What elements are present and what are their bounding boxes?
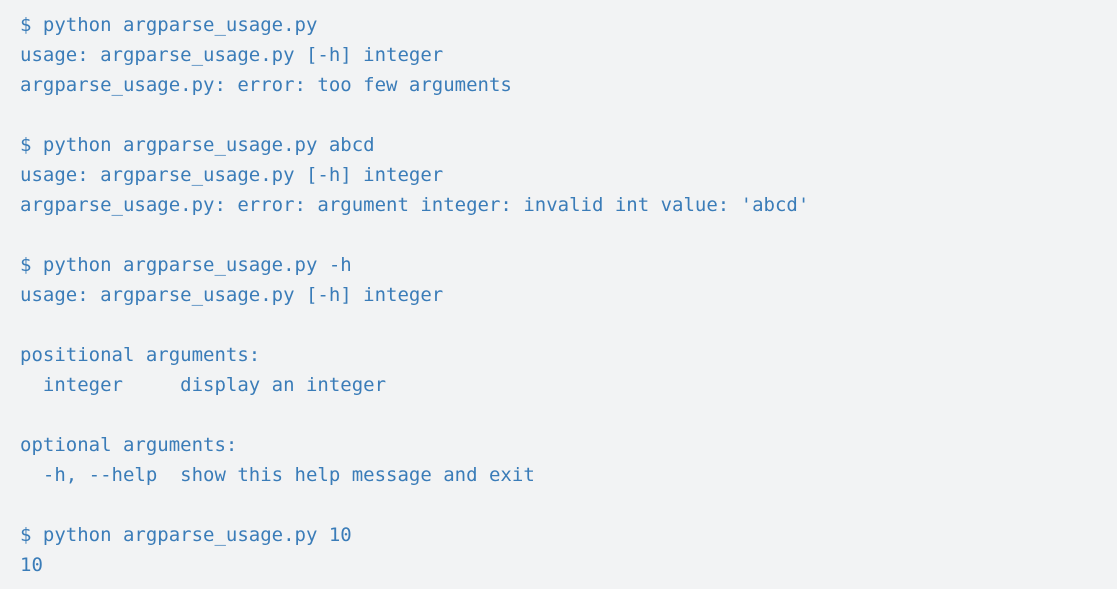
terminal-line-usage: usage: argparse_usage.py [-h] integer (20, 164, 444, 186)
terminal-line-command: $ python argparse_usage.py 10 (20, 524, 352, 546)
terminal-line-argument-help: integer display an integer (20, 374, 387, 396)
terminal-line-error: argparse_usage.py: error: too few argume… (20, 74, 512, 96)
terminal-line-section-header: positional arguments: (20, 344, 261, 366)
terminal-line-command: $ python argparse_usage.py abcd (20, 134, 375, 156)
terminal-line-blank (20, 490, 1097, 520)
terminal-line-section-header: optional arguments: (20, 434, 238, 456)
terminal-line-blank (20, 310, 1097, 340)
terminal-line-blank (20, 100, 1097, 130)
terminal-line-blank (20, 220, 1097, 250)
terminal-line-argument-help: -h, --help show this help message and ex… (20, 464, 535, 486)
terminal-line-command: $ python argparse_usage.py (20, 14, 318, 36)
terminal-line-blank (20, 400, 1097, 430)
terminal-line-usage: usage: argparse_usage.py [-h] integer (20, 284, 444, 306)
terminal-line-command: $ python argparse_usage.py -h (20, 254, 352, 276)
terminal-line-error: argparse_usage.py: error: argument integ… (20, 194, 810, 216)
terminal-line-output: 10 (20, 554, 43, 576)
terminal-line-usage: usage: argparse_usage.py [-h] integer (20, 44, 444, 66)
